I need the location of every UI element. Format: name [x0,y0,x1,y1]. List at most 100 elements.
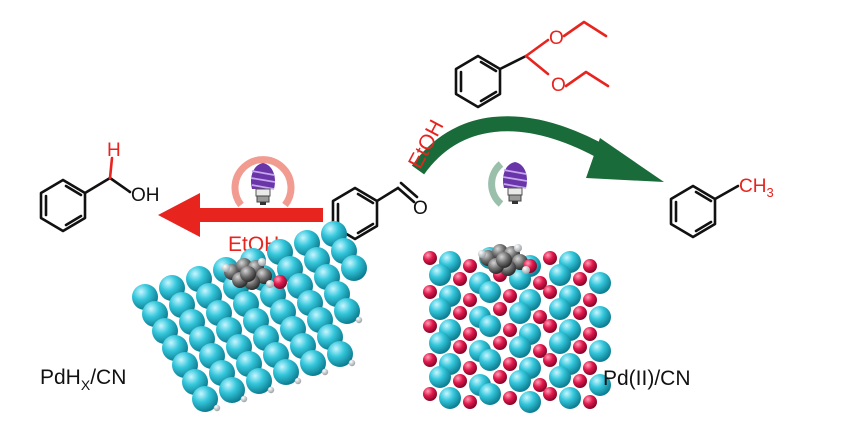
pd-atom [589,340,611,362]
pd-ii-cn-cluster [423,244,611,413]
h-atom [348,359,356,367]
benzyl-alcohol-oh-label: OH [131,185,160,206]
o-atom [273,275,287,289]
o-atom [423,319,437,333]
h-atom [240,395,248,403]
h-atom [222,264,230,272]
pd-atom [246,368,272,394]
c-atom [256,268,272,284]
h-atom [258,258,266,266]
pd-atom [300,350,326,376]
o-atom [493,302,507,316]
toluene-structure: CH3 [669,176,774,239]
benzaldehyde-structure: O [331,181,428,241]
o-atom [503,289,517,303]
catalyst-label-right: Pd(II)/CN [603,367,691,390]
o-atom [583,293,597,307]
pd-atom [549,332,571,354]
o-atom [423,251,437,265]
o-atom [533,344,547,358]
pd-atom [589,272,611,294]
etoh-label-left: EtOH [228,233,279,256]
h-atom [294,377,302,385]
pd-atom [519,391,541,413]
pdhx-cn-cluster [132,221,367,412]
h-atom [266,280,274,288]
o-atom [533,310,547,324]
o-atom [463,293,477,307]
pd-atom [334,298,360,324]
acetal-o-bottom-label: O [551,75,566,96]
o-atom [423,387,437,401]
pd-atom [429,298,451,320]
c-atom [240,266,256,282]
o-atom [543,319,557,333]
benzaldehyde-o-label: O [413,198,428,219]
toluene-ch3-label: CH3 [739,176,774,200]
red-arrow [158,193,323,237]
o-atom [543,353,557,367]
o-atom [503,391,517,405]
pd-atom [479,281,501,303]
pd-atom [219,377,245,403]
benzyl-alcohol-h-label: H [107,140,121,161]
o-atom [533,276,547,290]
o-atom [583,259,597,273]
catalyst-label-left: PdHX/CN [40,366,126,393]
pd-atom [327,341,353,367]
o-atom [453,374,467,388]
o-atom [493,370,507,384]
acetal-structure: O O [454,20,610,109]
pd-atom [479,315,501,337]
lightbulb-icon-right [488,161,528,207]
o-atom [463,259,477,273]
h-atom [213,404,221,412]
pd-atom [341,255,367,281]
o-atom [543,285,557,299]
pd-atom [429,332,451,354]
pd-atom [429,366,451,388]
h-atom [522,266,530,274]
o-atom [573,374,587,388]
pd-atom [549,298,571,320]
o-atom [463,395,477,409]
c-atom [496,252,512,268]
pd-atom [559,387,581,409]
o-atom [423,285,437,299]
green-arrow [411,116,664,182]
pd-atom [589,374,611,396]
pd-atom [549,366,571,388]
o-atom [543,387,557,401]
o-atom [533,378,547,392]
o-atom [543,251,557,265]
h-atom [321,368,329,376]
o-atom [453,272,467,286]
acetal-o-top-label: O [549,28,564,49]
pd-atom [429,264,451,286]
o-atom [493,336,507,350]
pd-atom [509,336,531,358]
pd-atom [273,359,299,385]
benzyl-alcohol-structure: H OH [39,140,160,233]
lightbulb-icon-left [231,156,295,208]
o-atom [463,361,477,375]
h-atom [514,244,522,252]
pd-atom [192,386,218,412]
pd-atom [509,302,531,324]
pd-atom [549,264,571,286]
h-atom [267,386,275,394]
o-atom [463,327,477,341]
h-atom [478,250,486,258]
o-atom [453,306,467,320]
pd-atom [439,387,461,409]
o-atom [453,340,467,354]
o-atom [503,323,517,337]
o-atom [583,395,597,409]
o-atom [423,353,437,367]
o-atom [503,357,517,371]
pd-atom [479,349,501,371]
o-atom [573,340,587,354]
pd-atom [479,383,501,405]
o-atom [573,306,587,320]
